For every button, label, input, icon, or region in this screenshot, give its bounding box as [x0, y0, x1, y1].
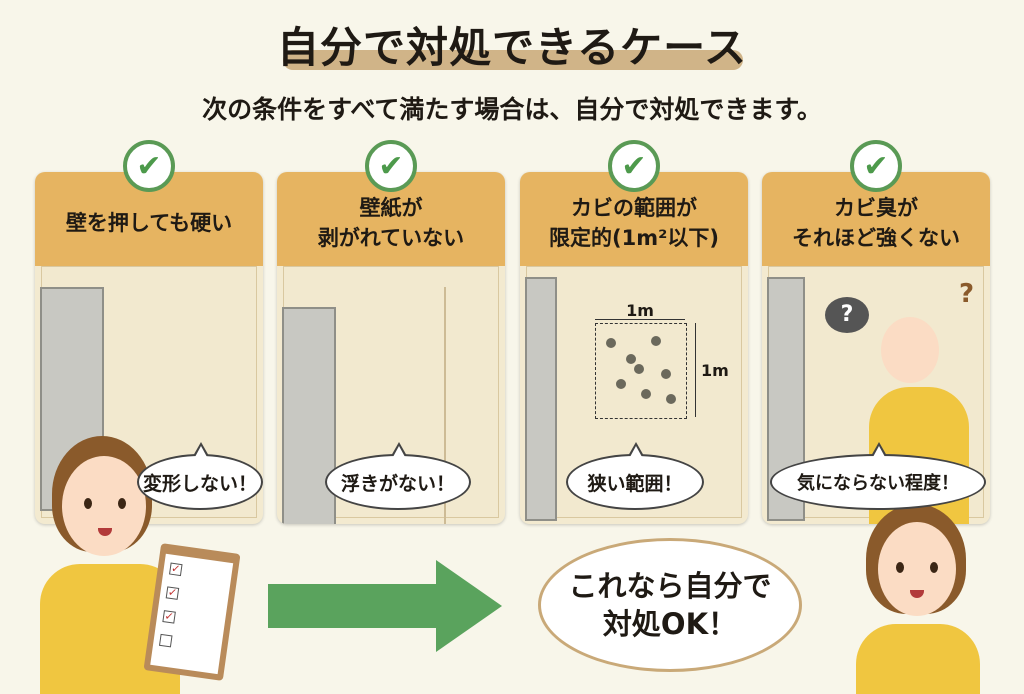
- mold-area-illustration: 1m 1m: [525, 266, 742, 521]
- width-arrow: [595, 319, 685, 320]
- page-title: 自分で対処できるケース: [276, 23, 748, 72]
- wallpaper-seam: [444, 287, 446, 524]
- title-underline: [283, 50, 743, 70]
- height-label: 1m: [701, 361, 729, 380]
- check-icon: ✔: [123, 140, 175, 192]
- conclusion-line-2: 対処OK！: [602, 607, 738, 641]
- condition-card-wallpaper: 壁紙が 剥がれていない 浮きがない！: [277, 172, 505, 524]
- check-icon: ✔: [365, 140, 417, 192]
- speech-bubble: 気にならない程度！: [770, 442, 986, 510]
- check-icon: ✔: [850, 140, 902, 192]
- fridge-illustration: [282, 307, 336, 524]
- speech-bubble: 浮きがない！: [325, 442, 471, 510]
- clipboard-checklist-icon: ✓✓ ✓: [143, 543, 241, 681]
- woman-thumbs-up: [852, 504, 982, 694]
- question-thought-icon: ?: [825, 297, 869, 333]
- conclusion-line-1: これなら自分で: [568, 569, 772, 603]
- condition-card-hard-wall: 壁を押しても硬い 変形しない！: [35, 172, 263, 524]
- arrow-right-icon: [268, 584, 438, 628]
- width-label: 1m: [626, 301, 654, 320]
- conclusion-bubble: これなら自分で 対処OK！: [538, 538, 802, 672]
- check-icon: ✔: [608, 140, 660, 192]
- page-subtitle: 次の条件をすべて満たす場合は、自分で対処できます。: [202, 95, 822, 124]
- height-arrow: [695, 323, 696, 417]
- fridge-illustration: [525, 277, 557, 521]
- condition-card-mold-area: カビの範囲が 限定的(1m²以下) 1m 1m 狭い範囲！: [520, 172, 748, 524]
- speech-bubble: 狭い範囲！: [566, 442, 704, 510]
- woman-face: [881, 317, 939, 383]
- arrow-head: [436, 560, 502, 652]
- mold-area-box: [595, 323, 687, 419]
- condition-card-mold-smell: カビ臭が それほど強くない ? ? 気にならない程度！: [762, 172, 990, 524]
- speech-bubble: 変形しない！: [137, 442, 263, 510]
- question-mark-icon: ?: [959, 279, 975, 309]
